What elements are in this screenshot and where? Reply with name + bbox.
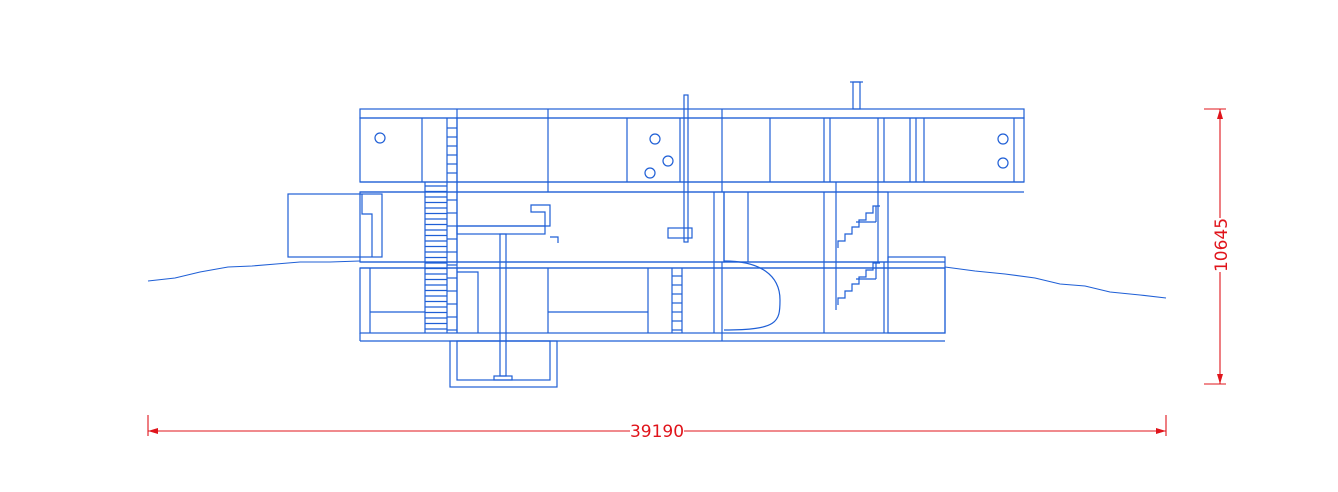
ladder-stair-small: [671, 268, 683, 333]
ground-line-right: [944, 266, 1167, 299]
arrow-right: [1156, 428, 1166, 434]
stair-flight: [837, 262, 880, 305]
ground-line-left: [147, 260, 361, 282]
stair-flight: [837, 205, 880, 248]
dimension-label-vertical: 10645: [1212, 218, 1232, 272]
round-window: [997, 133, 1009, 145]
zigzag-stair-right: [837, 205, 880, 305]
basement-inner: [456, 340, 551, 381]
round-window: [662, 155, 674, 167]
round-window: [374, 132, 386, 144]
cantilever-box: [287, 193, 383, 258]
dimension-label-bg: [1208, 218, 1232, 272]
middle-storey: [359, 191, 725, 263]
table-top: [456, 225, 546, 235]
round-window: [644, 167, 656, 179]
round-window: [997, 157, 1009, 169]
arrow-bottom: [1217, 374, 1223, 384]
lower-niche: [457, 271, 479, 333]
roof-slab: [359, 108, 1025, 119]
vertical-dimension: 10645: [1204, 108, 1232, 385]
dimension-label-bg: [630, 420, 684, 440]
balcony-ledge: [457, 204, 551, 227]
building-section: [287, 81, 1025, 388]
mast: [683, 94, 689, 243]
horizontal-dimension: 39190: [147, 415, 1167, 442]
lower-storey: [359, 267, 946, 334]
arrow-top: [1217, 109, 1223, 119]
ladder-stair-left: [424, 118, 458, 333]
cantilever-detail: [361, 194, 373, 257]
arrow-left: [148, 428, 158, 434]
round-window: [649, 133, 661, 145]
dimension-label-horizontal: 39190: [630, 422, 684, 442]
column: [499, 233, 507, 377]
roof-vent: [852, 81, 861, 110]
curved-wall: [723, 260, 781, 331]
column-base: [493, 375, 513, 381]
switch-box: [667, 227, 693, 239]
hook-detail: [550, 236, 559, 243]
